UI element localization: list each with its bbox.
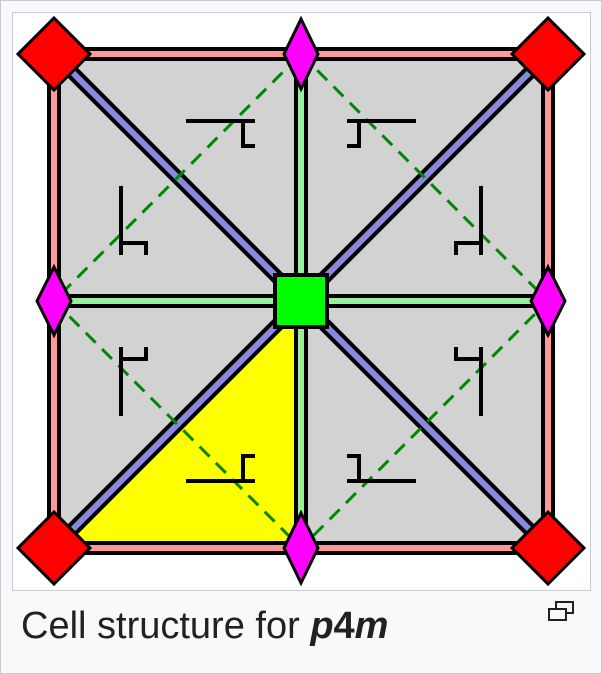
corner-diamond-top-left (15, 15, 93, 93)
corner-diamond-top-right (509, 15, 587, 93)
enlarge-icon[interactable] (546, 599, 580, 625)
edge-rotation-diamonds (35, 15, 567, 587)
corner-diamond-bottom-right (509, 509, 587, 587)
edge-diamond-bottom (282, 509, 320, 587)
center-rotation-square (273, 273, 329, 329)
figure-caption: Cell structure for p4m (21, 599, 388, 653)
caption-group-name: p4m (310, 605, 389, 647)
p4m-cell-diagram (15, 15, 587, 587)
edge-diamond-left (35, 263, 73, 339)
edge-diamond-top (282, 15, 320, 93)
diagram-image[interactable] (12, 12, 591, 591)
motif-marks (119, 119, 483, 483)
corner-rotation-diamonds (15, 15, 587, 587)
edge-diamond-right (529, 263, 567, 339)
caption-prefix: Cell structure for (21, 605, 311, 647)
corner-diamond-bottom-left (15, 509, 93, 587)
